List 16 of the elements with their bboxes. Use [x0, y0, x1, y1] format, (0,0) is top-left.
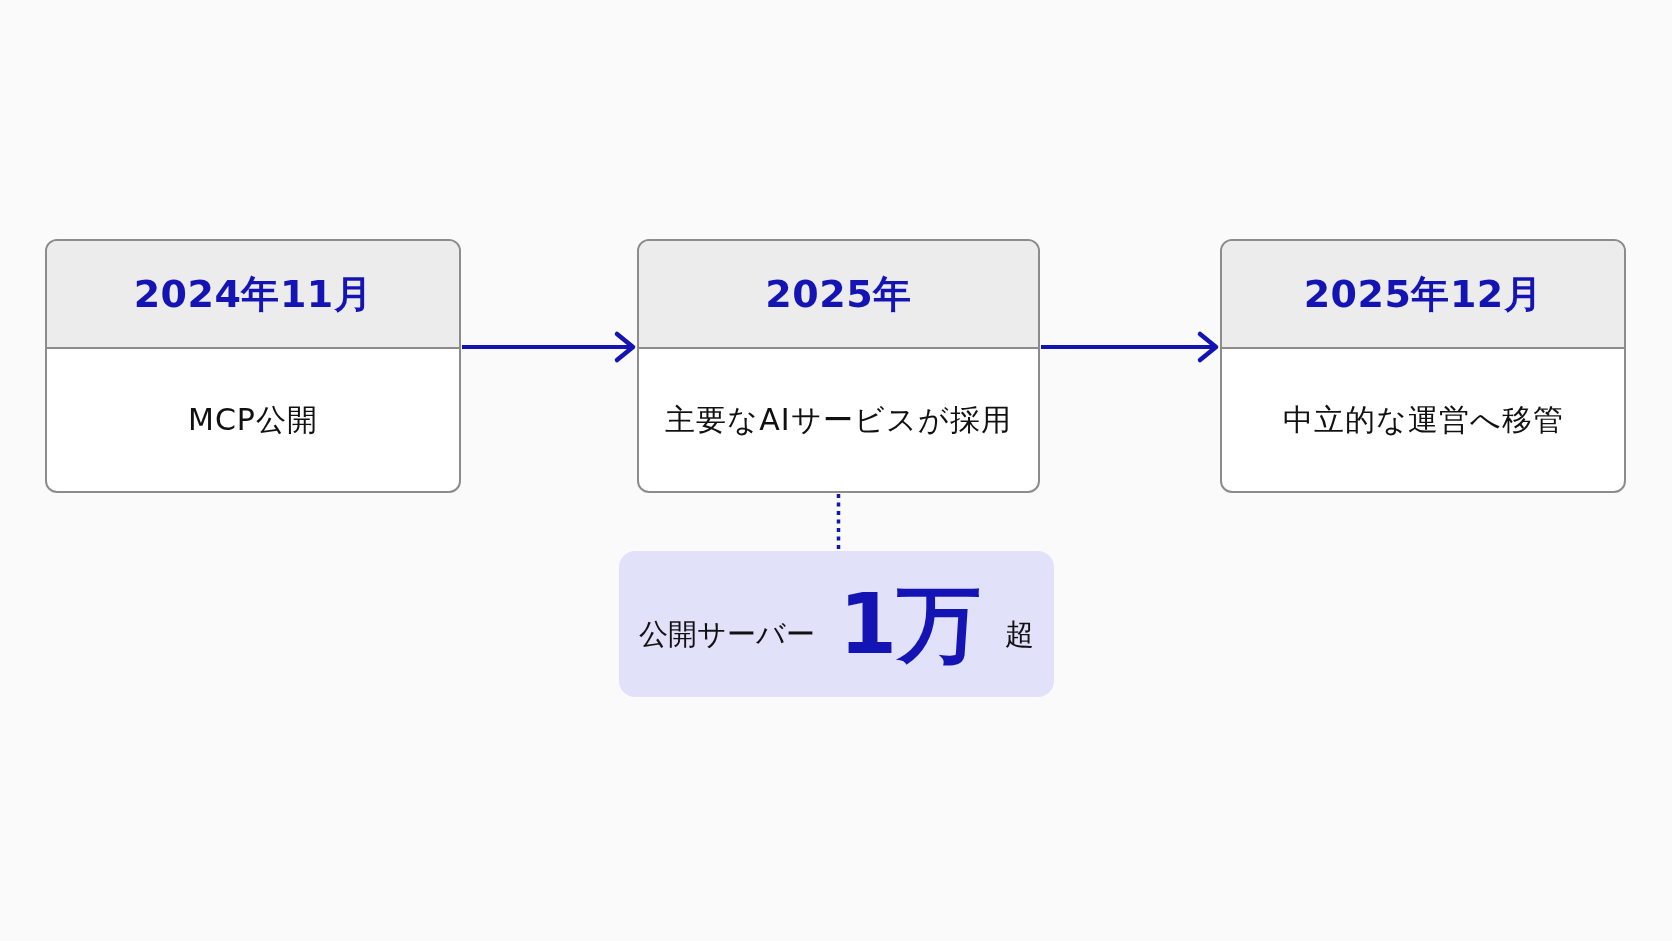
arrow	[1041, 331, 1219, 363]
date-heading: 2025年12月	[1303, 270, 1543, 318]
stat-number: 1万	[838, 582, 982, 666]
timeline-card	[1220, 239, 1626, 493]
event-text: MCP公開	[188, 400, 318, 439]
event-text: 中立的な運営へ移管	[1282, 400, 1564, 439]
stat-label: 公開サーバー	[638, 616, 815, 653]
dotted-connector	[836, 494, 841, 550]
date-heading: 2025年	[765, 270, 912, 318]
timeline-card	[45, 239, 461, 493]
stat-callout	[619, 551, 1054, 697]
date-heading: 2024年11月	[133, 270, 373, 318]
arrow	[462, 331, 636, 363]
event-text: 主要なAIサービスが採用	[665, 400, 1012, 439]
stat-suffix: 超	[1005, 616, 1035, 653]
timeline-card	[637, 239, 1040, 493]
